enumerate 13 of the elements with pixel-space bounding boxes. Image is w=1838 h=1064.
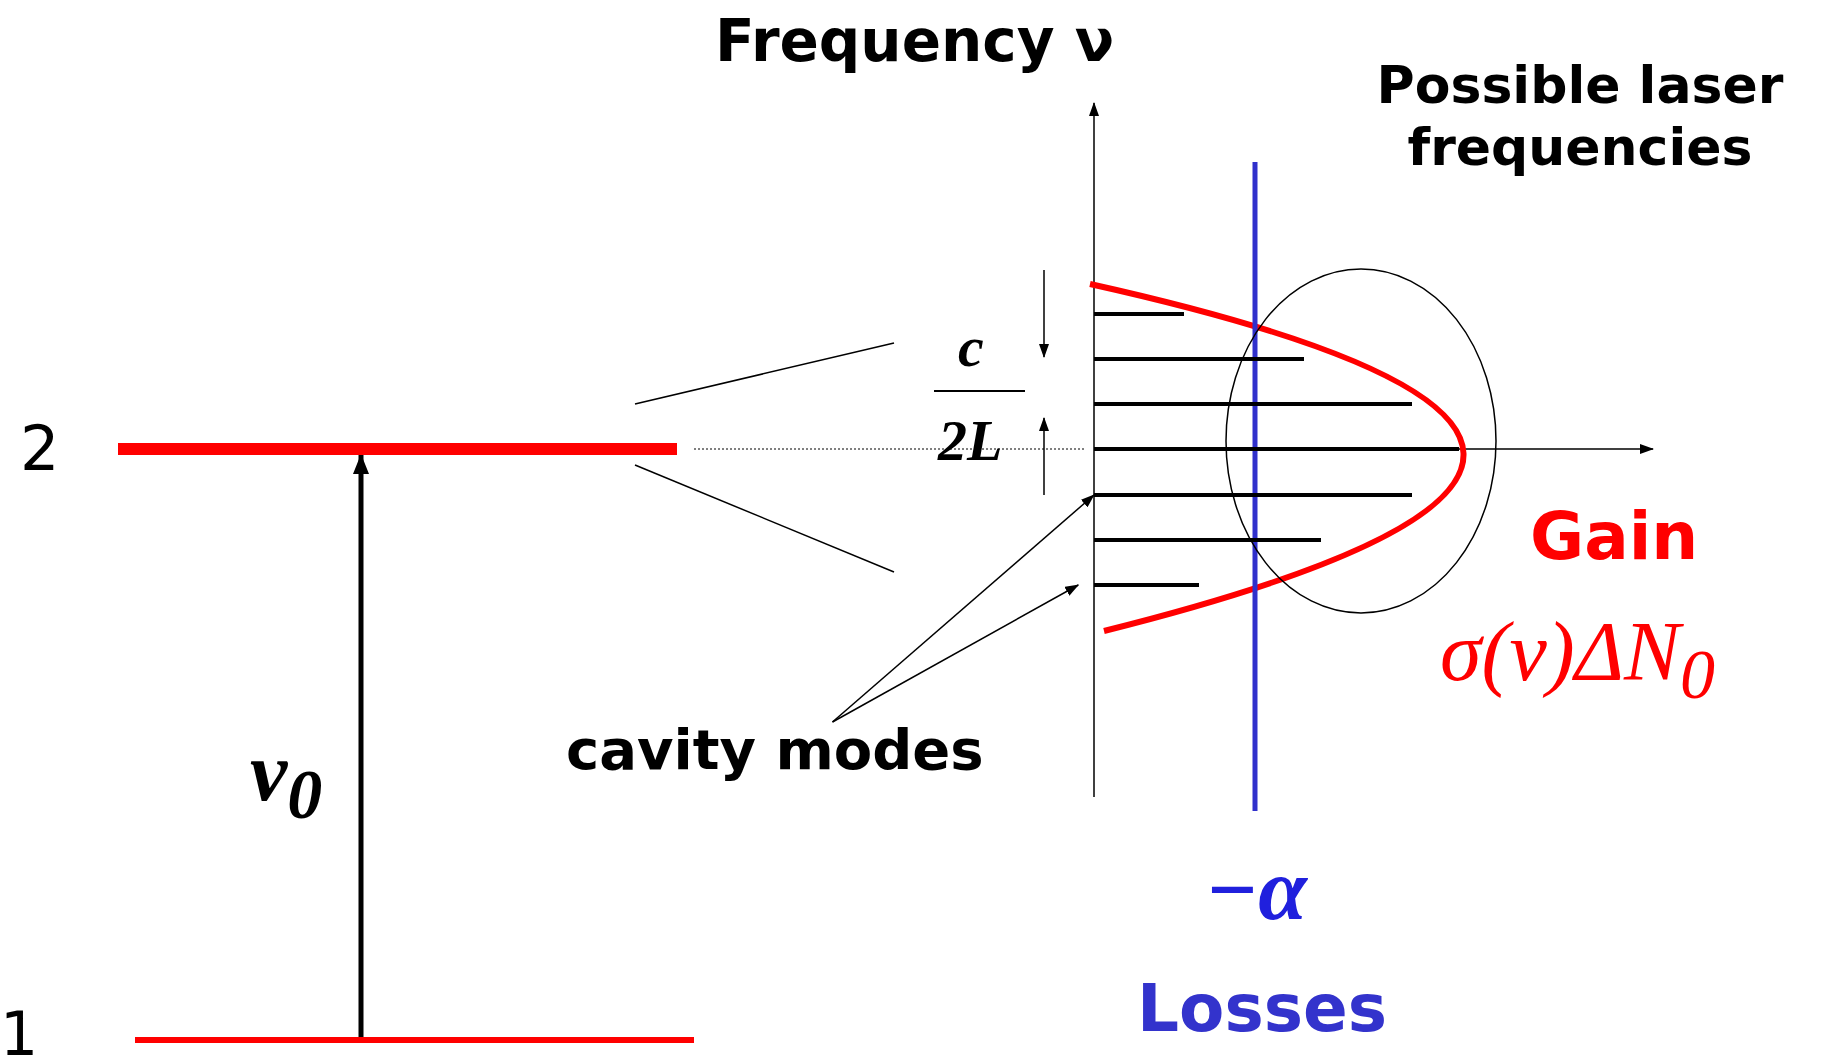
edge-label: ν$_{0}$ (250, 730, 323, 830)
gain-formula: σ(ν)ΔN$_{0}$ (1440, 610, 1715, 710)
fraction-denominator: 2L (938, 412, 1003, 470)
losses-label: Losses (1137, 976, 1387, 1042)
fraction-numerator: c (958, 318, 984, 376)
level-number: 1 (0, 1004, 39, 1064)
heading-text: Possible laser frequencies (1375, 54, 1785, 179)
leader-arrow (831, 584, 1080, 723)
loss-symbol: −α (1205, 846, 1307, 934)
gain-label: Gain (1530, 504, 1699, 570)
leader-arrow (831, 494, 1095, 723)
level-number: 2 (20, 418, 60, 480)
transition-arrow (353, 454, 369, 1037)
